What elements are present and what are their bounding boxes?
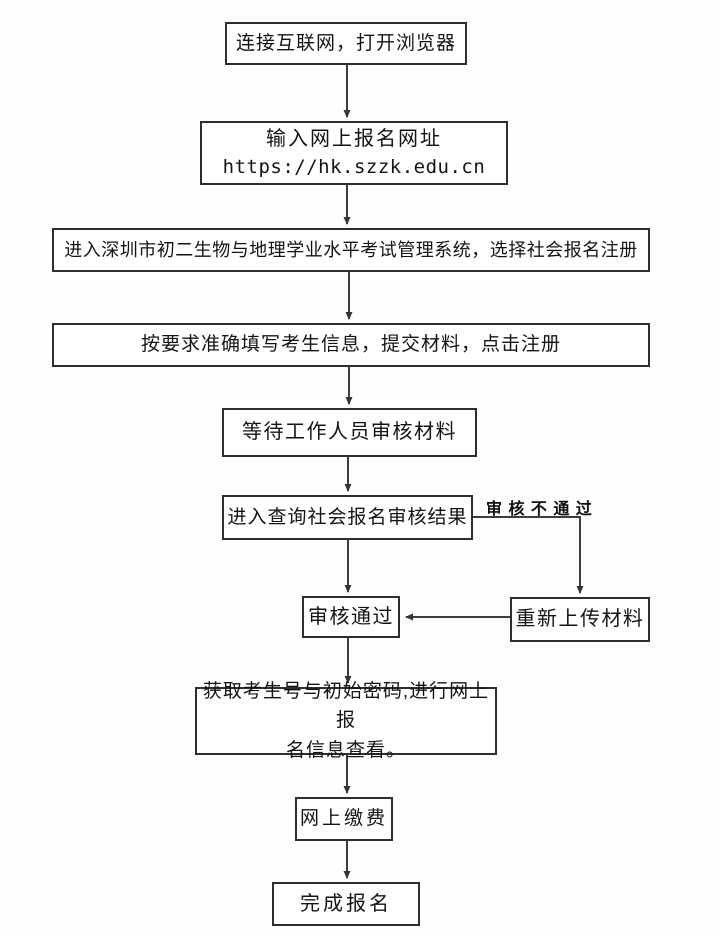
node-finish-registration-label: 完成报名: [300, 892, 392, 915]
node-fill-info-label: 按要求准确填写考生信息，提交材料，点击注册: [140, 334, 561, 356]
node-wait-review: 等待工作人员审核材料: [222, 408, 477, 457]
node-get-candidate-id-line1: 获取考生号与初始密码,进行网上报: [202, 680, 490, 732]
node-reupload-materials-label: 重新上传材料: [515, 608, 645, 630]
node-enter-system: 进入深圳市初二生物与地理学业水平考试管理系统，选择社会报名注册: [52, 228, 650, 272]
node-enter-system-label: 进入深圳市初二生物与地理学业水平考试管理系统，选择社会报名注册: [64, 239, 638, 260]
node-online-payment-label: 网上缴费: [299, 808, 388, 830]
node-get-candidate-id-line2: 名信息查看。: [285, 739, 406, 761]
node-reupload-materials: 重新上传材料: [510, 597, 650, 642]
node-get-candidate-id: 获取考生号与初始密码,进行网上报 名信息查看。: [195, 681, 497, 761]
node-review-approved-label: 审核通过: [308, 605, 394, 628]
arrow-rejected-branch: [473, 516, 584, 594]
node-fill-info: 按要求准确填写考生信息，提交材料，点击注册: [52, 323, 650, 367]
node-connect-internet-label: 连接互联网，打开浏览器: [235, 32, 456, 54]
node-enter-url-address: https://hk.szzk.edu.cn: [222, 155, 486, 178]
node-finish-registration: 完成报名: [272, 882, 420, 926]
node-online-payment: 网上缴费: [295, 797, 393, 841]
node-review-approved: 审核通过: [302, 596, 400, 638]
edge-label-review-rejected: 审 核 不 通 过: [486, 501, 593, 518]
node-enter-url-title: 输入网上报名网址: [266, 127, 442, 150]
node-query-result: 进入查询社会报名审核结果: [222, 495, 473, 540]
node-query-result-label: 进入查询社会报名审核结果: [227, 506, 468, 528]
node-enter-url: 输入网上报名网址 https://hk.szzk.edu.cn: [200, 121, 508, 185]
node-wait-review-label: 等待工作人员审核材料: [242, 421, 457, 443]
node-connect-internet: 连接互联网，打开浏览器: [225, 22, 467, 65]
